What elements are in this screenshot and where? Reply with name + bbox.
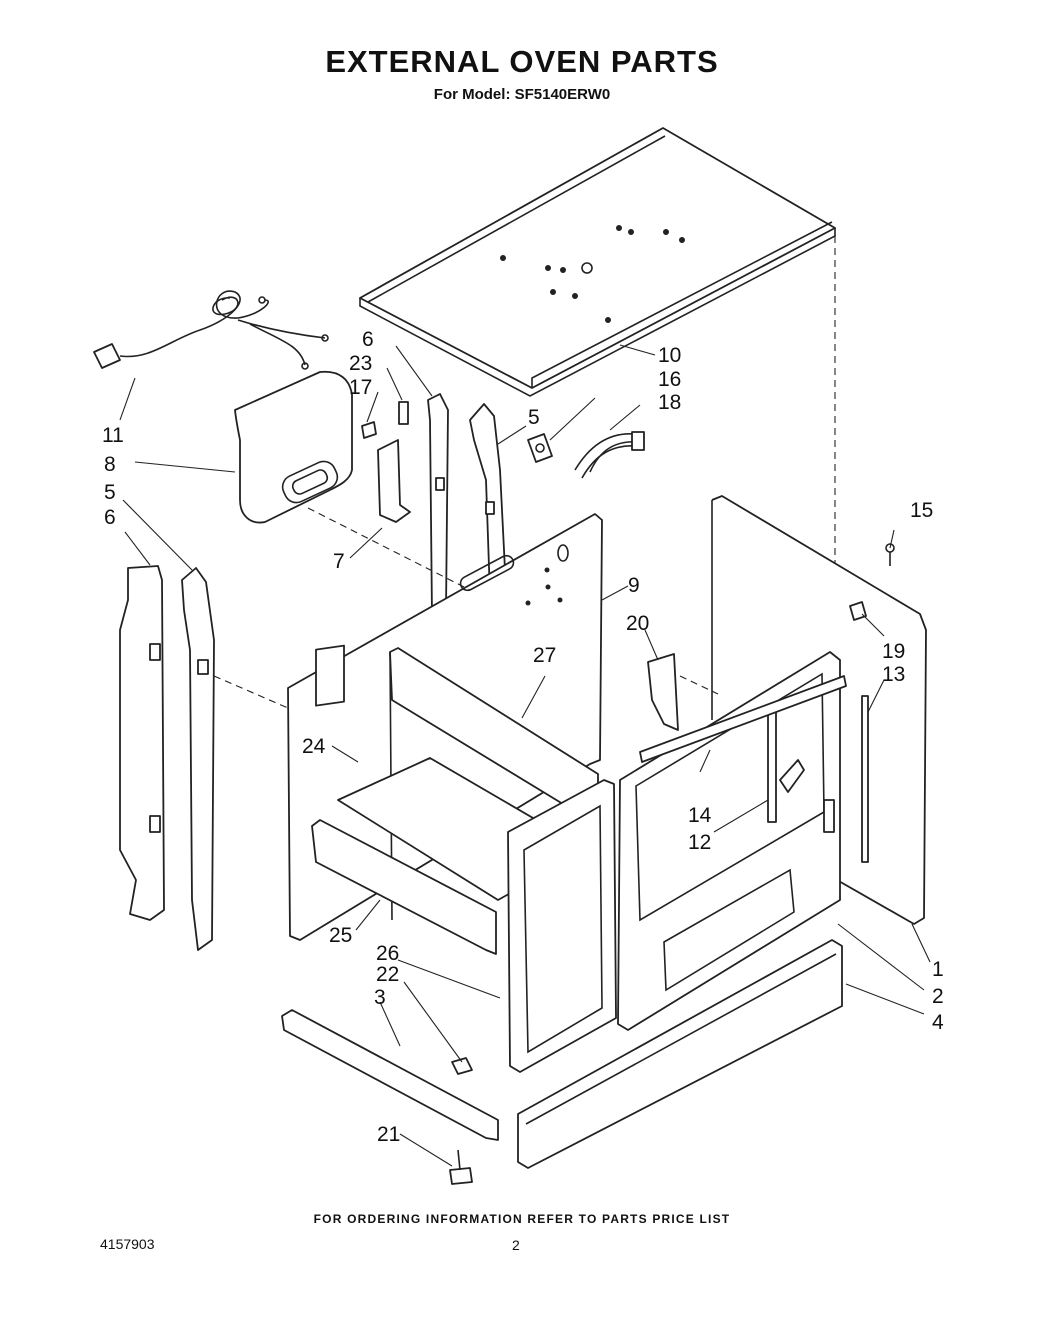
callout-18: 18 <box>658 391 681 414</box>
callout-6-center: 6 <box>362 328 374 351</box>
callout-1: 1 <box>932 958 944 981</box>
callout-6-left: 6 <box>104 506 116 529</box>
callout-5-center: 5 <box>528 406 540 429</box>
callout-2: 2 <box>932 985 944 1008</box>
callout-5-left: 5 <box>104 481 116 504</box>
callout-labels: 11 8 5 6 6 23 17 7 10 16 18 5 9 15 20 19… <box>102 328 944 1146</box>
callout-8: 8 <box>104 453 116 476</box>
callout-23: 23 <box>349 352 372 375</box>
terminal-cover-part <box>234 370 353 524</box>
page-title: EXTERNAL OVEN PARTS <box>325 44 719 79</box>
callout-21: 21 <box>377 1123 400 1146</box>
callout-10: 10 <box>658 344 681 367</box>
misc-brackets-part <box>639 543 895 863</box>
right-side-panel-part <box>617 495 927 1031</box>
small-clip-part <box>361 401 411 523</box>
callout-19: 19 <box>882 640 905 663</box>
front-frame-part <box>507 779 617 1073</box>
wire-connector-part <box>527 431 645 479</box>
leader-lines <box>119 344 931 1167</box>
callout-24: 24 <box>302 735 326 758</box>
callout-11: 11 <box>102 424 124 447</box>
page-number: 2 <box>512 1237 520 1253</box>
callout-17: 17 <box>349 376 372 399</box>
callout-20: 20 <box>626 612 649 635</box>
callout-25: 25 <box>329 924 352 947</box>
left-side-rails-part <box>119 565 215 951</box>
callout-12: 12 <box>688 831 711 854</box>
callout-3: 3 <box>374 986 386 1009</box>
top-panel-part <box>359 127 836 397</box>
callout-9: 9 <box>628 574 640 597</box>
callout-26: 26 <box>376 942 399 965</box>
callout-15: 15 <box>910 499 933 522</box>
document-number: 4157903 <box>100 1236 155 1252</box>
callout-27: 27 <box>533 644 556 667</box>
callout-22: 22 <box>376 963 399 986</box>
model-subtitle: For Model: SF5140ERW0 <box>433 86 611 103</box>
ordering-note: FOR ORDERING INFORMATION REFER TO PARTS … <box>313 1212 731 1226</box>
callout-14: 14 <box>688 804 712 827</box>
callout-16: 16 <box>658 368 681 391</box>
callout-13: 13 <box>882 663 905 686</box>
power-cord-part <box>93 290 329 370</box>
callout-7: 7 <box>333 550 345 573</box>
bottom-rails-part <box>281 939 843 1185</box>
callout-4: 4 <box>932 1011 944 1034</box>
